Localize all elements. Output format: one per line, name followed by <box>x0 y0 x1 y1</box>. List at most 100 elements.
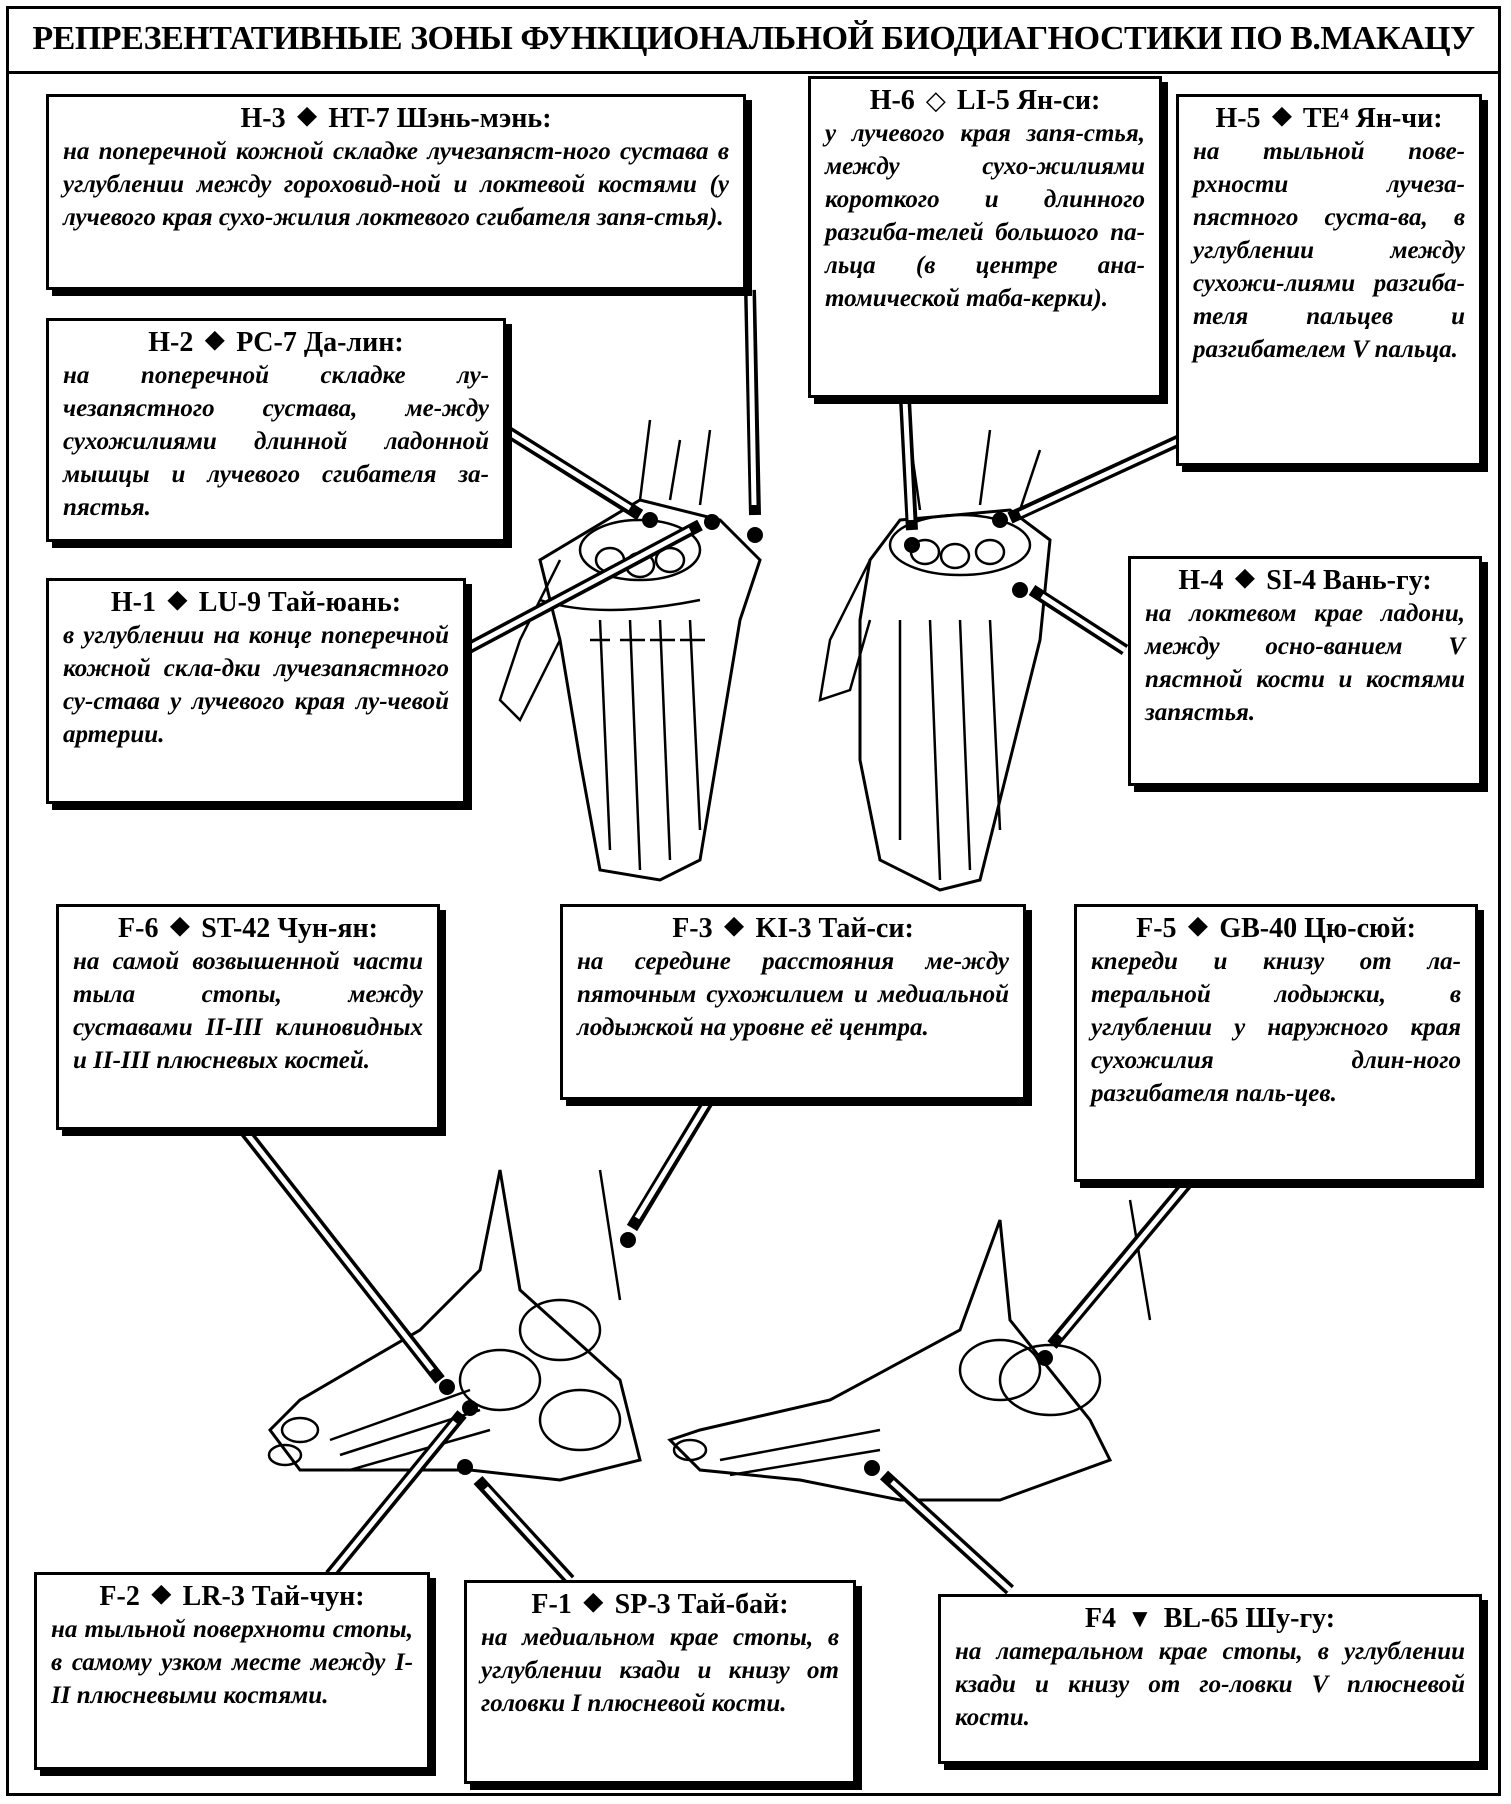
point-h5-dot <box>992 512 1008 528</box>
point-id: F-5 <box>1136 913 1176 944</box>
point-description: в углублении на конце поперечной кожной … <box>63 619 449 751</box>
point-id: H-4 <box>1178 565 1223 596</box>
meridian-code: SI-4 <box>1266 565 1316 596</box>
point-name: Тай-чун: <box>252 1581 365 1612</box>
point-description: на локтевом крае ладони, между осно-вани… <box>1145 597 1465 729</box>
meridian-code: SP-3 <box>615 1589 671 1620</box>
point-symbol-icon: ⯁ <box>724 914 745 943</box>
point-id: F-3 <box>672 913 712 944</box>
point-id: H-5 <box>1215 103 1260 134</box>
point-card-h3: H-3 ⯁ HT-7 Шэнь-мэнь: на поперечной кожн… <box>46 94 746 290</box>
point-symbol-icon: ⯁ <box>1234 566 1255 595</box>
point-h2-dot <box>642 512 658 528</box>
point-f1-dot <box>457 1459 473 1475</box>
point-id: H-3 <box>240 103 285 134</box>
point-card-h2: H-2 ⯁ PC-7 Да-лин: на поперечной складке… <box>46 318 506 542</box>
meridian-code: LR-3 <box>183 1581 245 1612</box>
point-name: Шу-гу: <box>1245 1603 1335 1634</box>
point-f2-dot <box>462 1400 478 1416</box>
point-name: Ян-чи: <box>1356 103 1443 134</box>
point-description: на самой возвышенной части тыла стопы, м… <box>73 945 423 1077</box>
point-name: Тай-си: <box>818 913 913 944</box>
left-foot-figure <box>269 1170 640 1480</box>
point-description: на тыльной поверхноти стопы, в самому уз… <box>51 1613 413 1712</box>
point-id: H-1 <box>111 587 156 618</box>
point-id: H-2 <box>148 327 193 358</box>
meridian-code: LI-5 <box>957 85 1010 116</box>
point-f4-dot <box>864 1460 880 1476</box>
point-description: кпереди и книзу от ла-теральной лодыжки,… <box>1091 945 1461 1110</box>
point-id: F-6 <box>118 913 158 944</box>
point-card-header: F-6 ⯁ ST-42 Чун-ян: <box>73 913 423 945</box>
point-card-header: H-2 ⯁ PC-7 Да-лин: <box>63 327 489 359</box>
point-card-f5: F-5 ⯁ GB-40 Цю-сюй: кпереди и книзу от л… <box>1074 904 1478 1182</box>
point-id: F4 <box>1085 1603 1116 1634</box>
point-id: F-2 <box>99 1581 139 1612</box>
point-name: Да-лин: <box>304 327 404 358</box>
point-symbol-icon: ⯁ <box>204 328 225 357</box>
point-name: Чун-ян: <box>277 913 378 944</box>
point-name: Шэнь-мэнь: <box>397 103 552 134</box>
point-symbol-icon: ⯁ <box>167 588 188 617</box>
point-name: Вань-гу: <box>1323 565 1432 596</box>
point-f5-dot <box>1037 1350 1053 1366</box>
point-h6-dot <box>904 537 920 553</box>
point-card-header: F-1 ⯁ SP-3 Тай-бай: <box>481 1589 839 1621</box>
point-description: на поперечной кожной складке лучезапяст-… <box>63 135 729 234</box>
point-card-header: H-1 ⯁ LU-9 Тай-юань: <box>63 587 449 619</box>
point-f6-dot <box>439 1379 455 1395</box>
point-name: Ян-си: <box>1017 85 1101 116</box>
point-card-h4: H-4 ⯁ SI-4 Вань-гу: на локтевом крае лад… <box>1128 556 1482 786</box>
point-card-h1: H-1 ⯁ LU-9 Тай-юань: в углублении на кон… <box>46 578 466 804</box>
point-card-header: F-5 ⯁ GB-40 Цю-сюй: <box>1091 913 1461 945</box>
point-card-header: F4 ▼ BL-65 Шу-гу: <box>955 1603 1465 1635</box>
meridian-code: LU-9 <box>199 587 261 618</box>
point-card-f3: F-3 ⯁ KI-3 Тай-си: на середине расстояни… <box>560 904 1026 1100</box>
meridian-code: GB-40 <box>1219 913 1297 944</box>
point-h3-dot <box>747 527 763 543</box>
point-card-header: F-3 ⯁ KI-3 Тай-си: <box>577 913 1009 945</box>
point-card-header: F-2 ⯁ LR-3 Тай-чун: <box>51 1581 413 1613</box>
point-f3-dot <box>620 1232 636 1248</box>
point-card-header: H-5 ⯁ TE⁴ Ян-чи: <box>1193 103 1465 135</box>
meridian-code: ST-42 <box>201 913 270 944</box>
point-symbol-icon: ◇ <box>926 86 946 115</box>
point-description: на поперечной складке лу-чезапястного су… <box>63 359 489 524</box>
point-symbol-icon: ▼ <box>1127 1604 1153 1633</box>
point-h4-dot <box>1012 582 1028 598</box>
point-symbol-icon: ⯁ <box>1188 914 1209 943</box>
point-name: Цю-сюй: <box>1304 913 1416 944</box>
meridian-code: BL-65 <box>1164 1603 1239 1634</box>
point-symbol-icon: ⯁ <box>583 1590 604 1619</box>
point-name: Тай-юань: <box>268 587 401 618</box>
point-description: на медиальном крае стопы, в углублении к… <box>481 1621 839 1720</box>
point-name: Тай-бай: <box>678 1589 789 1620</box>
point-symbol-icon: ⯁ <box>1272 104 1293 133</box>
point-card-header: H-6 ◇ LI-5 Ян-си: <box>825 85 1145 117</box>
right-foot-figure <box>670 1200 1150 1500</box>
point-id: F-1 <box>531 1589 571 1620</box>
meridian-code: PC-7 <box>236 327 297 358</box>
point-card-header: H-4 ⯁ SI-4 Вань-гу: <box>1145 565 1465 597</box>
point-card-f4: F4 ▼ BL-65 Шу-гу: на латеральном крае ст… <box>938 1594 1482 1764</box>
point-symbol-icon: ⯁ <box>169 914 190 943</box>
point-id: H-6 <box>870 85 915 116</box>
point-description: у лучевого края запя-стья, между сухо-жи… <box>825 117 1145 315</box>
left-hand-figure <box>500 420 760 880</box>
point-description: на латеральном крае стопы, в углублении … <box>955 1635 1465 1734</box>
point-card-f2: F-2 ⯁ LR-3 Тай-чун: на тыльной поверхнот… <box>34 1572 430 1770</box>
meridian-code: KI-3 <box>755 913 811 944</box>
point-card-h5: H-5 ⯁ TE⁴ Ян-чи: на тыльной пове-рхности… <box>1176 94 1482 466</box>
point-card-f1: F-1 ⯁ SP-3 Тай-бай: на медиальном крае с… <box>464 1580 856 1784</box>
point-card-f6: F-6 ⯁ ST-42 Чун-ян: на самой возвышенной… <box>56 904 440 1130</box>
point-description: на середине расстояния ме-жду пяточным с… <box>577 945 1009 1044</box>
right-hand-figure <box>820 430 1050 890</box>
point-symbol-icon: ⯁ <box>297 104 318 133</box>
point-card-header: H-3 ⯁ HT-7 Шэнь-мэнь: <box>63 103 729 135</box>
point-description: на тыльной пове-рхности лучеза-пястного … <box>1193 135 1465 366</box>
meridian-code: HT-7 <box>328 103 389 134</box>
meridian-code: TE⁴ <box>1303 103 1349 134</box>
point-symbol-icon: ⯁ <box>151 1582 172 1611</box>
point-h1-dot <box>704 514 720 530</box>
point-card-h6: H-6 ◇ LI-5 Ян-си: у лучевого края запя-с… <box>808 76 1162 398</box>
